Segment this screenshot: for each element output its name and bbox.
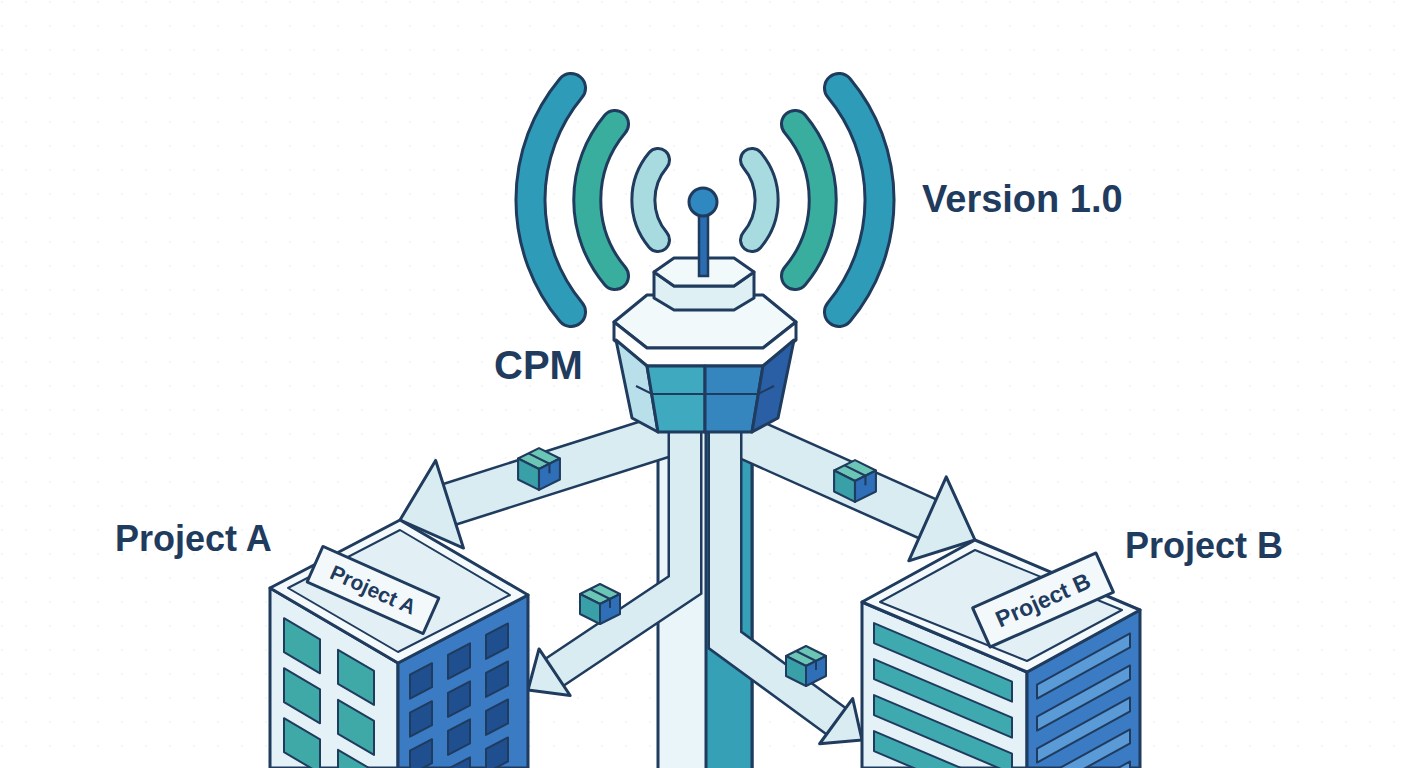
flow-arrow — [528, 432, 685, 695]
window — [410, 739, 432, 768]
window — [448, 681, 470, 717]
package-box — [834, 460, 876, 502]
arrow-band — [733, 432, 931, 520]
arrow-head — [820, 699, 862, 744]
arrow-band-outline — [447, 432, 677, 505]
wave-arc — [752, 160, 767, 240]
window-band — [874, 731, 1012, 768]
window — [410, 663, 432, 699]
arrow-band-outline — [725, 432, 838, 722]
arrow-band-outline — [733, 432, 931, 520]
wave-outline — [839, 88, 880, 312]
wave-outline — [643, 160, 658, 240]
window — [284, 718, 320, 768]
window — [486, 661, 508, 697]
roof-inner — [288, 530, 510, 652]
window — [284, 668, 320, 723]
window — [486, 737, 508, 768]
window-band — [1037, 665, 1130, 730]
cpm-tower: CPM — [612, 180, 798, 432]
tower-line — [636, 386, 774, 394]
wave-outline — [587, 124, 615, 276]
package-box — [786, 646, 826, 686]
tower-label: CPM — [494, 342, 583, 388]
version-label: Version 1.0 — [922, 178, 1123, 222]
building-label: Project B — [1125, 525, 1283, 566]
wave-outline — [795, 124, 823, 276]
wave-outline — [530, 88, 571, 312]
window — [448, 757, 470, 768]
radio-waves — [530, 88, 879, 312]
project-building: Project BProject B — [862, 540, 1140, 768]
tower-panel — [647, 366, 705, 432]
wave-arc — [795, 124, 823, 276]
wave-arc — [587, 124, 615, 276]
window — [338, 700, 374, 755]
arrow-head — [528, 649, 570, 696]
arrow-band — [725, 432, 838, 722]
window-band — [1037, 697, 1130, 762]
cpm-tower-shape — [612, 180, 798, 432]
window — [338, 750, 374, 768]
building-label: Project A — [115, 518, 272, 559]
window-band — [1037, 633, 1130, 698]
window-band — [1037, 761, 1130, 768]
wave-arc — [839, 88, 880, 312]
window — [448, 643, 470, 679]
package-box — [580, 584, 620, 624]
arrow-band — [447, 432, 677, 505]
wave-arc — [643, 160, 658, 240]
arrow-band-outline — [553, 432, 685, 673]
project-building: Project AProject A — [270, 520, 528, 768]
flow-arrow — [400, 432, 677, 548]
flow-arrow — [725, 432, 862, 744]
antenna-ball — [689, 188, 717, 216]
project-building-shape — [270, 520, 528, 768]
window — [448, 719, 470, 755]
window — [486, 699, 508, 735]
antenna-mast — [699, 210, 708, 276]
arrow-band — [553, 432, 685, 673]
window — [338, 650, 374, 705]
window — [284, 618, 320, 673]
flow-arrow — [733, 432, 975, 561]
window-band — [1037, 729, 1130, 768]
wave-arc — [530, 88, 571, 312]
window — [410, 701, 432, 737]
wave-outline — [752, 160, 767, 240]
package-box — [518, 448, 560, 490]
window — [486, 623, 508, 659]
